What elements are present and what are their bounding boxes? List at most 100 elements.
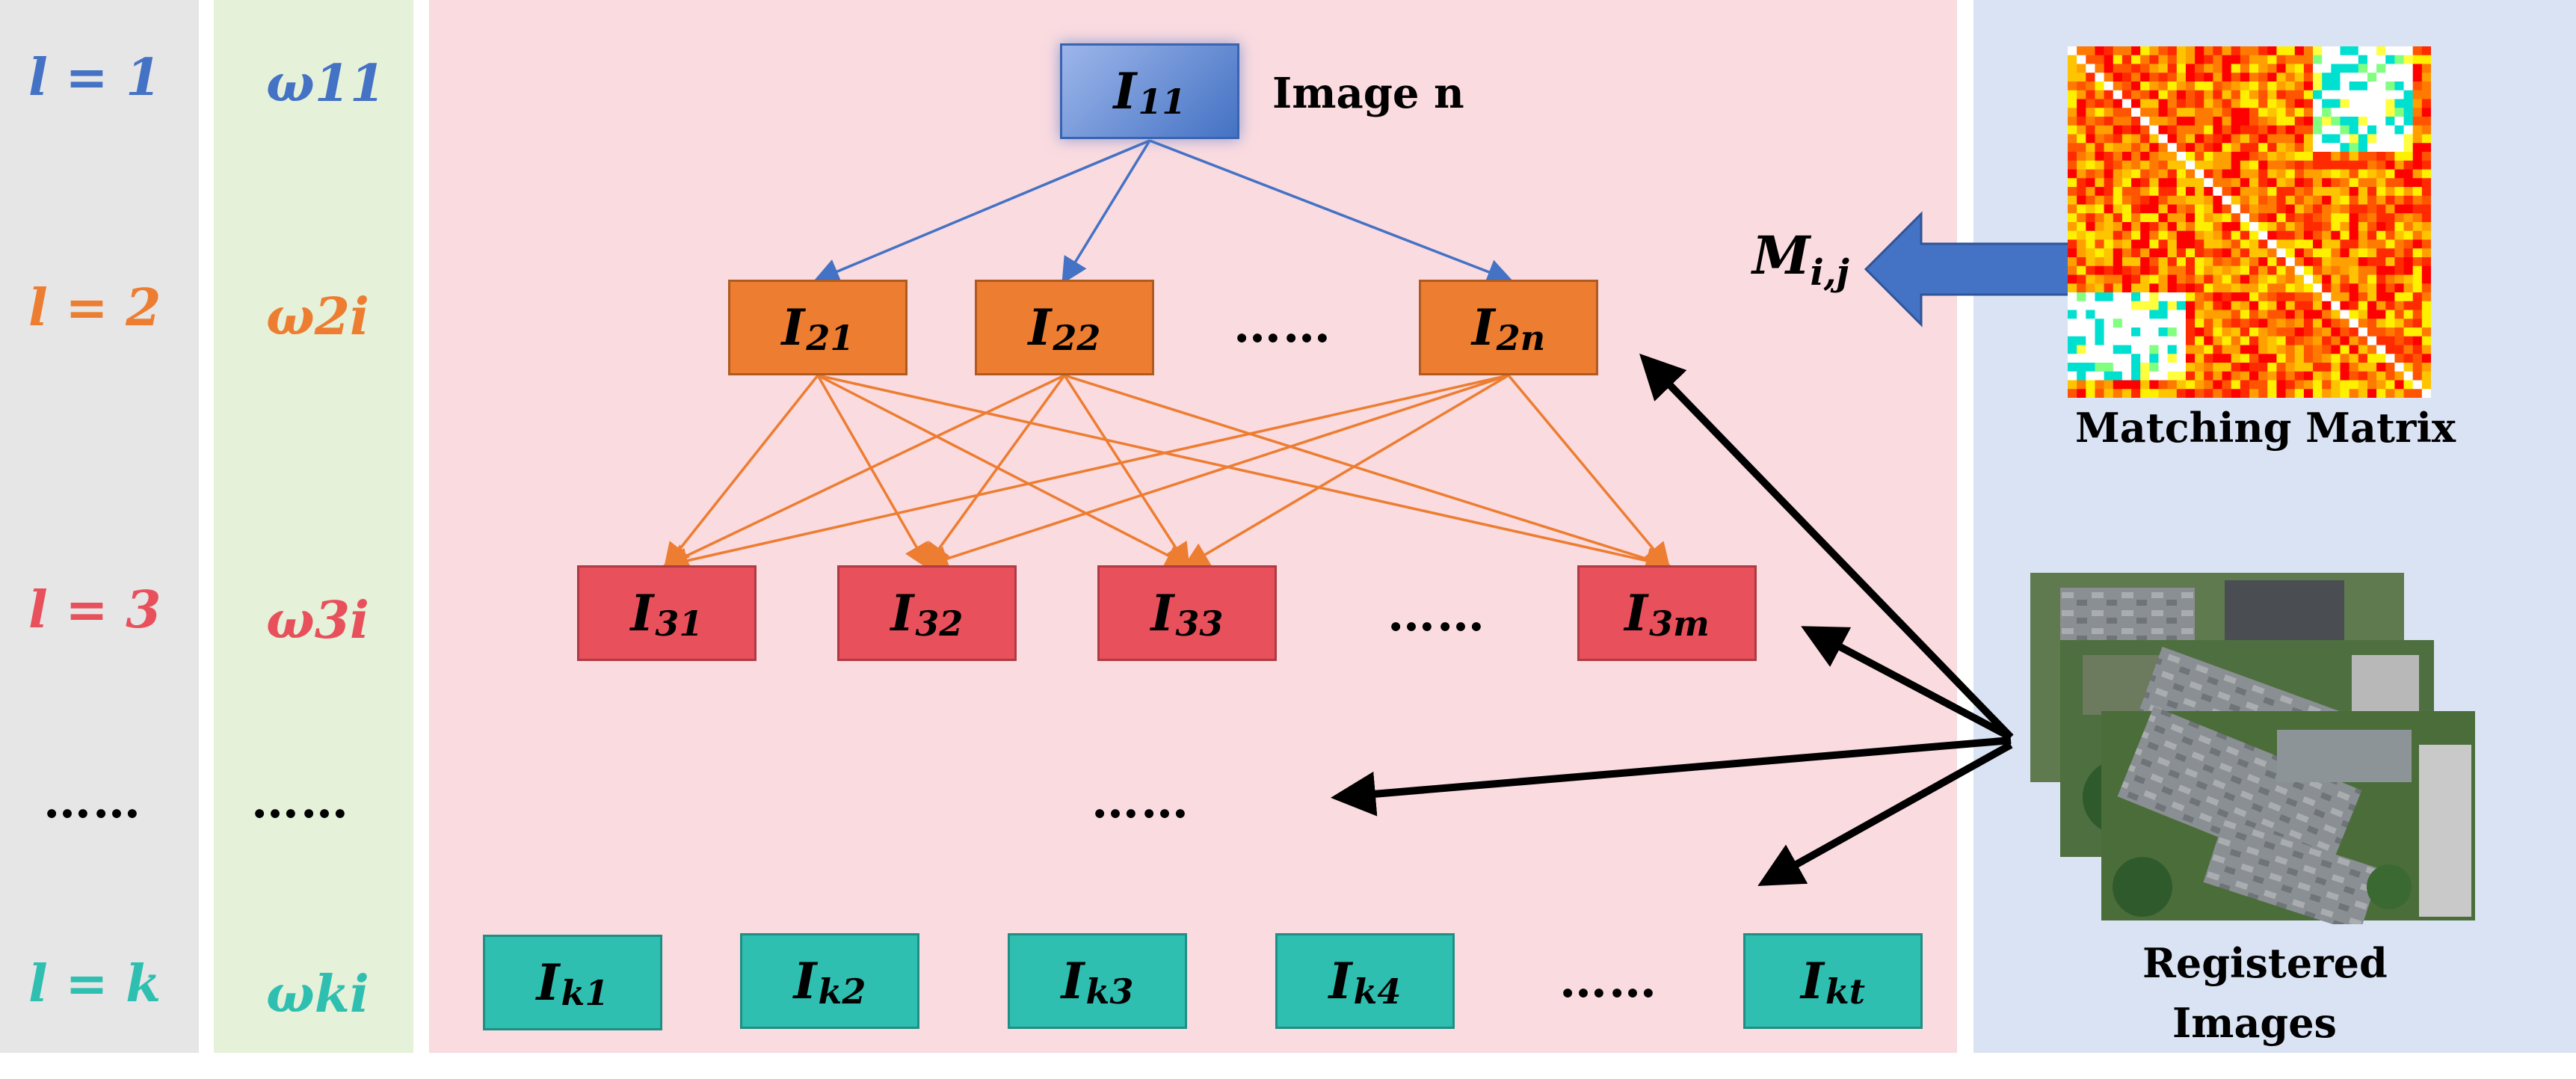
heatmap-cell [2267,301,2277,310]
heatmap-cell [2185,187,2196,196]
heatmap-cell [2121,354,2132,363]
heatmap-cell [2113,328,2123,336]
heatmap-cell [2285,336,2295,345]
heatmap-cell [2294,55,2305,64]
heatmap-cell [2349,239,2359,249]
heatmap-cell [2095,204,2104,214]
heatmap-cell [2131,187,2141,196]
heatmap-cell [2285,134,2295,144]
heatmap-cell [2140,82,2150,90]
heatmap-cell [2240,213,2250,223]
heatmap-cell [2340,292,2349,301]
registered-caption-line1: Registered [2142,939,2388,987]
heatmap-cell [2412,152,2423,161]
heatmap-cell [2185,169,2196,179]
heatmap-cell [2303,230,2314,240]
heatmap-cell [2340,274,2349,284]
heatmap-cell [2403,117,2413,126]
heatmap-cell [2394,380,2404,390]
heatmap-cell [2376,187,2386,196]
heatmap-cell [2276,90,2286,99]
heatmap-cell [2358,46,2368,55]
heatmap-cell [2331,222,2341,231]
photo-front [2101,706,2475,924]
heatmap-cell [2421,310,2431,319]
heatmap-cell [2077,178,2086,188]
heatmap-cell [2176,345,2187,354]
heatmap-cell [2195,134,2204,144]
heatmap-cell [2121,213,2132,223]
heatmap-cell [2195,265,2204,275]
heatmap-cell [2068,55,2077,64]
heatmap-cell [2068,319,2077,328]
heatmap-cell [2131,371,2141,381]
heatmap-cell [2303,380,2314,390]
heatmap-cell [2258,82,2268,90]
heatmap-cell [2403,292,2413,301]
heatmap-cell [2403,90,2413,99]
heatmap-cell [2240,274,2250,284]
heatmap-cell [2412,274,2423,284]
heatmap-cell [2176,319,2187,328]
heatmap-cell [2204,292,2213,301]
heatmap-cell [2121,143,2132,153]
heatmap-cell [2140,117,2150,126]
heatmap-cell [2285,265,2295,275]
heatmap-cell [2258,345,2268,354]
heatmap-cell [2131,213,2141,223]
heatmap-cell [2149,169,2159,179]
heatmap-cell [2077,248,2086,258]
heatmap-cell [2113,108,2123,117]
heatmap-cell [2421,292,2431,301]
heatmap-cell [2158,265,2168,275]
heatmap-cell [2185,345,2196,354]
heatmap-cell [2358,99,2368,108]
heatmap-cell [2086,187,2095,196]
heatmap-cell [2222,46,2231,55]
heatmap-cell [2358,371,2368,381]
heatmap-cell [2158,178,2168,188]
heatmap-cell [2121,345,2132,354]
heatmap-cell [2249,178,2259,188]
heatmap-cell [2086,134,2095,144]
heatmap-cell [2394,64,2404,73]
heatmap-cell [2095,169,2104,179]
heatmap-cell [2195,143,2204,153]
heatmap-cell [2213,380,2222,390]
heatmap-cell [2149,363,2159,372]
heatmap-cell [2421,187,2431,196]
heatmap-cell [2185,46,2196,55]
heatmap-cell [2068,46,2077,55]
heatmap-cell [2131,64,2141,73]
heatmap-cell [2222,239,2231,249]
heatmap-cell [2131,310,2141,319]
heatmap-cell [2394,283,2404,293]
heatmap-cell [2358,204,2368,214]
heatmap-cell [2140,363,2150,372]
heatmap-cell [2231,152,2241,161]
heatmap-cell [2185,64,2196,73]
heatmap-cell [2313,248,2323,258]
heatmap-cell [2358,82,2368,90]
heatmap-cell [2121,134,2132,144]
heatmap-cell [2340,134,2349,144]
heatmap-cell [2276,354,2286,363]
heatmap-cell [2167,363,2178,372]
heatmap-cell [2213,336,2222,345]
heatmap-cell [2077,310,2086,319]
heatmap-cell [2358,248,2368,258]
heatmap-cell [2185,380,2196,390]
heatmap-cell [2249,222,2259,231]
heatmap-cell [2403,319,2413,328]
heatmap-cell [2068,389,2077,398]
heatmap-cell [2340,363,2349,372]
heatmap-cell [2167,108,2178,117]
heatmap-cell [2249,125,2259,135]
heatmap-cell [2131,257,2141,266]
heatmap-cell [2077,125,2086,135]
heatmap-cell [2086,90,2095,99]
heatmap-cell [2331,248,2341,258]
heatmap-cell [2131,292,2141,301]
heatmap-cell [2276,143,2286,153]
heatmap-cell [2176,310,2187,319]
